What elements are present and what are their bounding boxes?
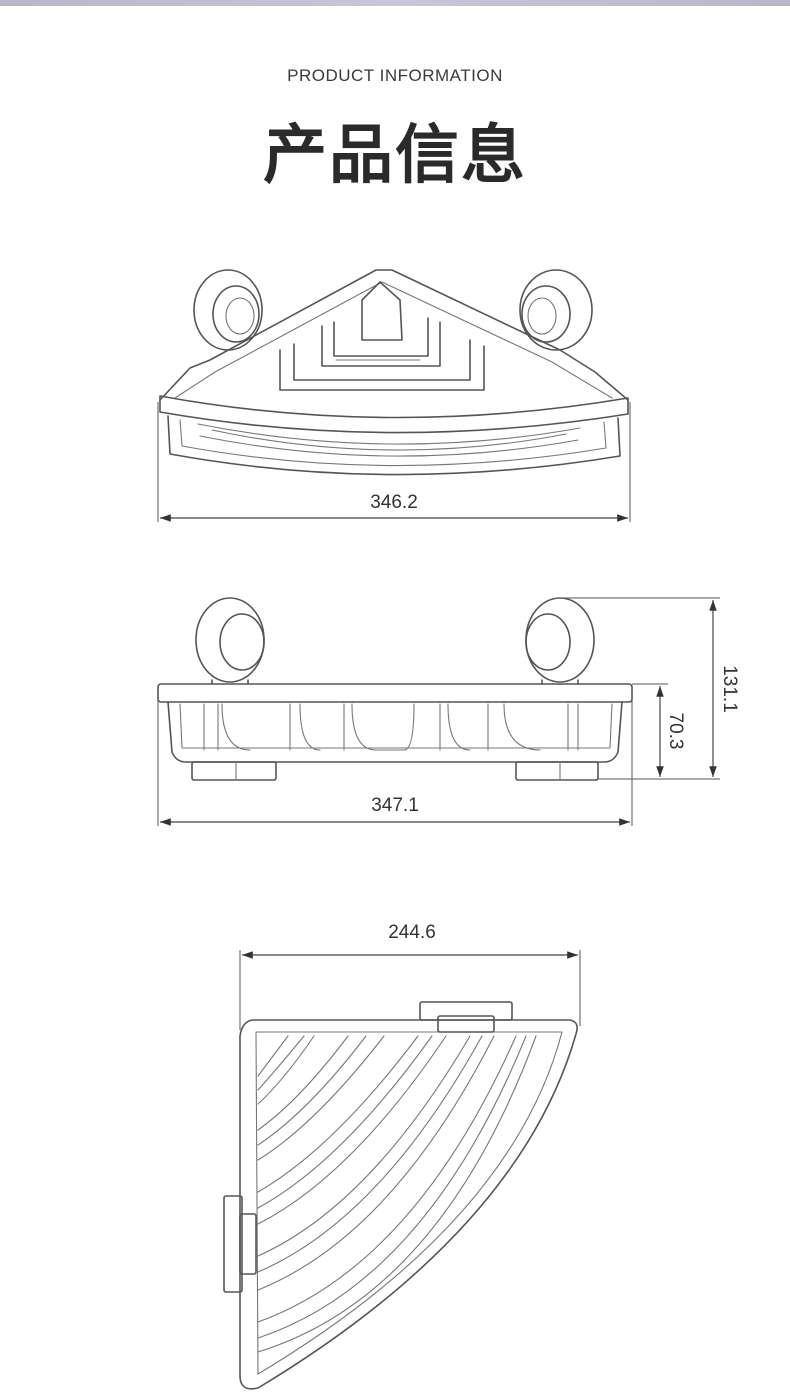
section-subtitle: PRODUCT INFORMATION [287,66,503,85]
dimension-width-front: 346.2 [370,492,418,513]
section-title: 产品信息 [263,119,527,193]
suction-cup-right-side [525,597,595,685]
dimension-height-total: 131.1 [719,665,740,713]
dimension-depth-top: 244.6 [388,922,436,943]
suction-cup-right [519,269,593,351]
top-plan-view: 244.6 [223,922,581,1390]
dimension-height-basket: 70.3 [665,713,686,750]
front-perspective-view: 346.2 [157,269,631,522]
dimension-width-side: 347.1 [371,795,419,816]
side-elevation-view: 347.1 70.3 131.1 [157,597,740,826]
top-accent-bar [0,0,790,6]
suction-cup-left-side [195,597,265,685]
